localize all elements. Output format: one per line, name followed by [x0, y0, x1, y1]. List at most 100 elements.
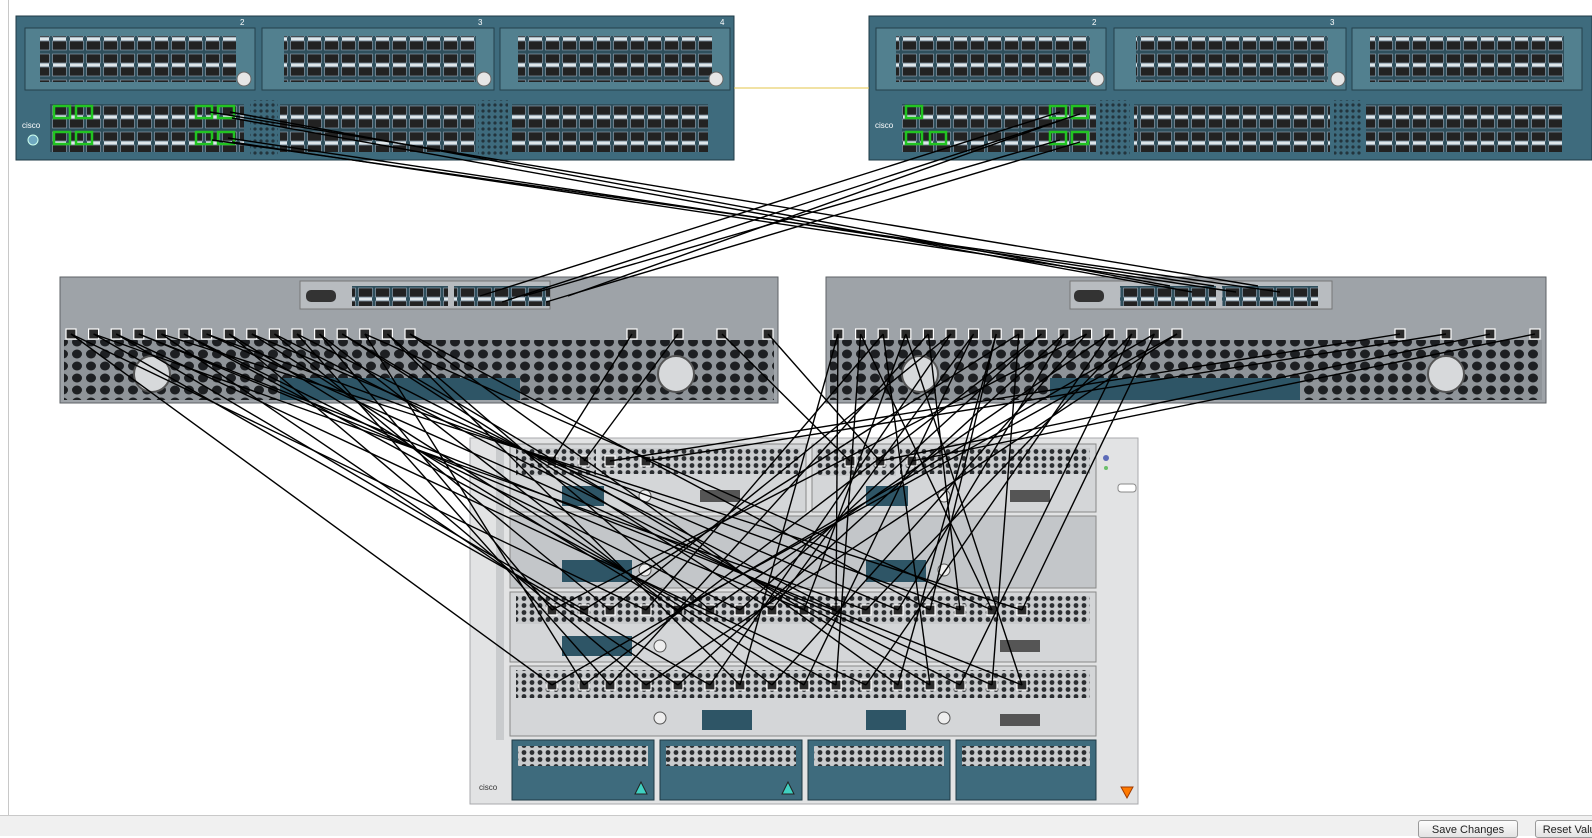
cable	[251, 333, 805, 686]
cable	[364, 333, 585, 686]
fi-a-module-number-4: 4	[720, 18, 725, 27]
blade-slot-4[interactable]	[509, 665, 1097, 737]
iom-a-thumbscrew-left-icon[interactable]	[133, 355, 171, 393]
cable	[138, 333, 805, 611]
cable	[501, 113, 1081, 303]
reset-values-button[interactable]: Reset Values	[1535, 820, 1592, 838]
cable	[767, 333, 881, 462]
fi-b-base-ports[interactable]	[902, 100, 1562, 156]
save-changes-button[interactable]: Save Changes	[1418, 820, 1518, 838]
cable	[161, 333, 679, 686]
cable	[583, 333, 679, 462]
cable	[739, 333, 1042, 611]
fi-a-module-4[interactable]	[499, 27, 731, 91]
cable	[609, 333, 1401, 462]
cable	[609, 333, 952, 611]
cable	[206, 333, 961, 611]
iom-b-thumbscrew-right-icon[interactable]	[1427, 355, 1465, 393]
cable	[879, 333, 1491, 462]
cable	[739, 333, 839, 686]
cable-connections	[70, 111, 1536, 686]
cable	[231, 117, 1193, 293]
psu-1[interactable]	[511, 739, 655, 801]
fi-b-cisco-logo: cisco	[875, 121, 894, 130]
cable	[93, 333, 711, 686]
cable	[115, 333, 867, 686]
cable	[138, 333, 1023, 686]
cable	[206, 333, 993, 686]
psu-1-alert-icon[interactable]	[634, 780, 648, 795]
fi-a-cisco-logo: cisco	[22, 121, 41, 130]
cable	[183, 333, 741, 611]
chassis-warning-triangle-icon[interactable]	[1120, 786, 1134, 800]
cable	[228, 333, 647, 686]
cable	[183, 333, 837, 686]
cable	[319, 333, 553, 611]
cable	[479, 111, 1061, 297]
fi-a-active-ports[interactable]	[52, 104, 236, 146]
fi-b-active-ports[interactable]	[904, 104, 1090, 146]
io-module-a[interactable]	[59, 276, 779, 404]
cable	[677, 333, 1065, 686]
cable	[609, 333, 929, 686]
cable	[296, 333, 837, 611]
cable	[70, 333, 553, 686]
cable	[803, 333, 975, 686]
cable	[803, 333, 907, 611]
cable	[273, 333, 611, 611]
cable	[897, 333, 997, 686]
cable	[1021, 333, 1156, 611]
iom-a-port[interactable]	[246, 328, 258, 340]
cable	[228, 333, 679, 611]
psu-row[interactable]	[511, 739, 1097, 801]
footer-bar: Save Changes Reset Values	[0, 815, 1592, 838]
cable	[721, 333, 851, 462]
cable	[583, 333, 1042, 686]
fi-b-module-4[interactable]	[1351, 27, 1583, 91]
cable	[911, 333, 1536, 462]
cable	[709, 333, 952, 686]
cable	[545, 141, 1081, 303]
fi-a-base-ports[interactable]	[50, 100, 708, 156]
cable	[865, 333, 1110, 686]
psu-2[interactable]	[659, 739, 803, 801]
cable	[93, 333, 867, 611]
cable	[927, 333, 961, 611]
cable	[645, 333, 1178, 686]
cable	[209, 111, 1259, 287]
cable	[677, 333, 1178, 611]
cable	[905, 333, 1023, 686]
psu-2-alert-icon[interactable]	[781, 780, 795, 795]
cable	[991, 333, 1020, 686]
cable	[709, 333, 1110, 611]
cable	[296, 333, 611, 686]
fi-a-module-number-3: 3	[478, 18, 483, 27]
fabric-interconnect-b[interactable]: 2 3 cisco	[868, 15, 1592, 161]
cable	[551, 333, 633, 462]
chassis-cisco-logo: cisco	[479, 783, 498, 792]
io-module-b[interactable]	[825, 276, 1547, 404]
cable	[645, 333, 884, 611]
fi-a-module-3[interactable]	[261, 27, 495, 91]
cable	[386, 333, 741, 686]
cable	[274, 333, 961, 686]
cable	[771, 333, 975, 611]
cable	[835, 333, 839, 611]
iom-a-thumbscrew-right-icon[interactable]	[657, 355, 695, 393]
cable	[211, 139, 1281, 293]
fi-a-module-2[interactable]	[24, 27, 256, 91]
psu-3[interactable]	[807, 739, 951, 801]
fi-b-module-2[interactable]	[875, 27, 1107, 91]
cable	[567, 119, 1063, 297]
cable	[551, 333, 1087, 611]
cable	[551, 333, 1155, 686]
cable	[341, 333, 773, 611]
cable	[835, 333, 862, 686]
blade-slot-3[interactable]	[509, 591, 1097, 663]
fi-b-module-3[interactable]	[1113, 27, 1347, 91]
cable	[523, 139, 1061, 297]
psu-4[interactable]	[955, 739, 1097, 801]
fi-a-module-number-2: 2	[240, 18, 245, 27]
cable	[319, 333, 773, 686]
cable	[865, 333, 1133, 611]
